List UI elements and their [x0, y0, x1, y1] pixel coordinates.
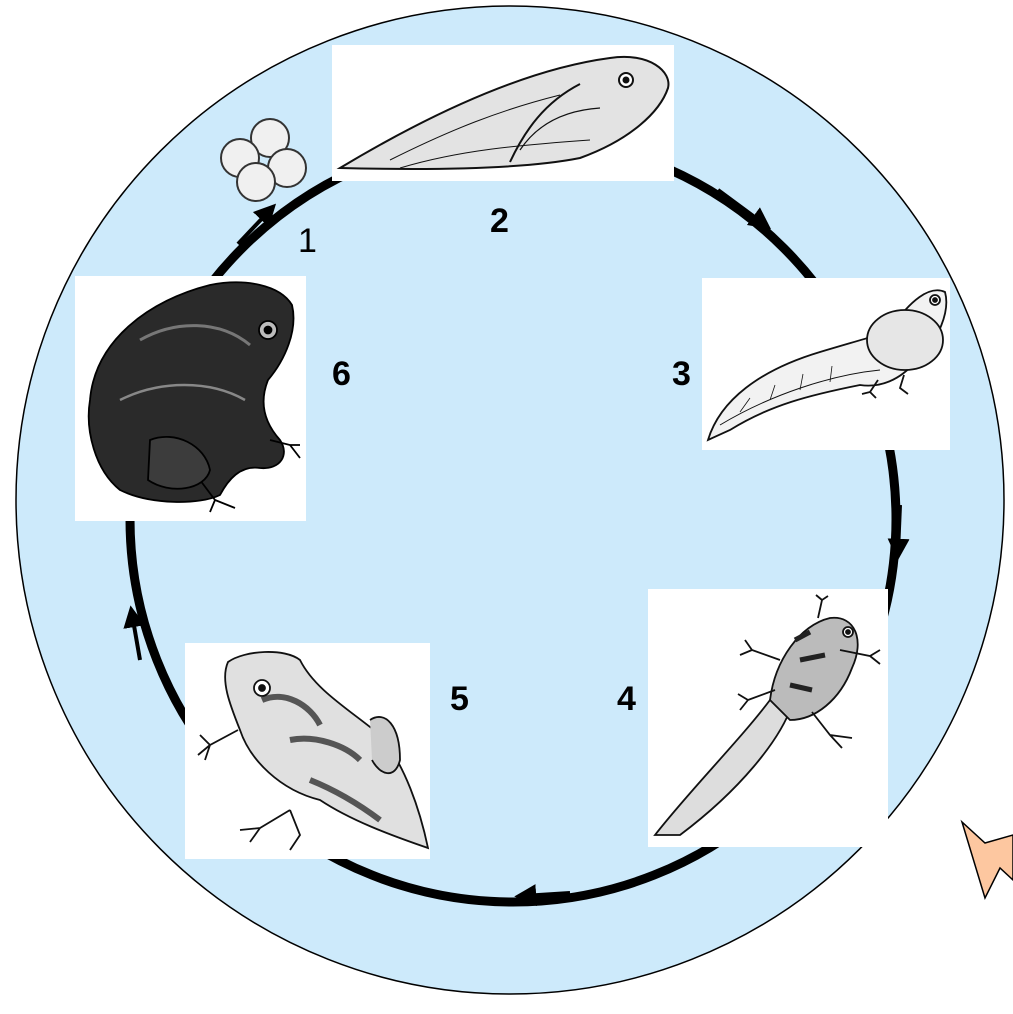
pointer-arrow-shape	[962, 822, 1013, 898]
stage-label-4: 4	[617, 680, 636, 718]
stage-label-1: 1	[298, 222, 317, 260]
stage-4-picture	[648, 589, 888, 847]
stage-5-picture	[185, 643, 430, 859]
arrow-3-to-4	[898, 505, 900, 552]
stage-label-6: 6	[332, 355, 351, 393]
stage-label-3: 3	[672, 355, 691, 393]
stage-label-2: 2	[490, 202, 509, 240]
stage-3-picture	[702, 278, 950, 450]
stage-2-picture	[332, 45, 674, 181]
stage-label-5: 5	[450, 680, 469, 718]
stage-6-picture	[75, 276, 306, 521]
